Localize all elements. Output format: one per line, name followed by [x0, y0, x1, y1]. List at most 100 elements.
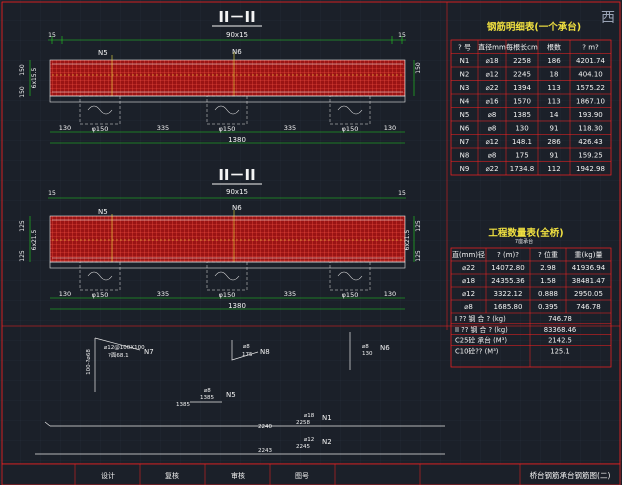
n1-id: N1 [322, 414, 332, 422]
n6-id: N6 [380, 344, 390, 352]
n2-left: 2243 [258, 448, 272, 454]
rebar-table-cell: 113 [547, 98, 560, 106]
quantity-table-cell: 14072.80 [491, 264, 524, 272]
rebar-table-cell: 1575.22 [576, 84, 605, 92]
section-1-side-left-mid: 6x15.5 [31, 67, 38, 88]
rebar-table-cell: N9 [460, 165, 470, 173]
title-block-cell-4: 图号 [295, 472, 309, 480]
section-1-total-width: 1380 [228, 136, 246, 144]
quantity-table-cell: 38481.47 [572, 277, 605, 285]
rebar-header-cell: 每根长cm [506, 43, 538, 52]
quantity-table-cell: ⌀22 [462, 264, 475, 272]
section-1-pipe-label-left: φ150 [92, 125, 109, 133]
rebar-table-cell: 130 [515, 125, 528, 133]
n5-num: 1385 [176, 402, 190, 408]
summary-value-cell: 2142.5 [548, 337, 572, 345]
section-2-dim-130-right: 130 [384, 290, 396, 298]
quantity-table-cell: ⌀12 [462, 290, 475, 298]
quantity-table-cell: 41936.94 [572, 264, 606, 272]
section-1-pipe-left [79, 95, 121, 125]
n7-dims-label: ⌀12@100X100 [104, 345, 145, 351]
rebar-table-cell: 118.30 [578, 125, 603, 133]
rebar-table-cell: ⌀8 [488, 111, 497, 119]
n6-len: 130 [362, 351, 373, 357]
quantity-header-cell: 直(mm)径 [452, 250, 485, 259]
rebar-table-cell: N4 [460, 98, 470, 106]
rebar-table-cell: 148.1 [512, 138, 532, 146]
quantity-table-cell: 0.888 [538, 290, 558, 298]
section-2-pipe-label-right: φ150 [342, 291, 359, 299]
rebar-table-cell: N3 [460, 84, 470, 92]
rebar-table-cell: 1385 [513, 111, 531, 119]
summary-value-cell: 83368.46 [544, 326, 576, 334]
section-2-dim-335-left: 335 [157, 290, 169, 298]
section-2-title: II－II [218, 166, 255, 184]
section-2-pipe-left [79, 261, 121, 291]
section-2-n6-label: N6 [232, 204, 242, 212]
section-2-side-left-mid: 6x21.5 [31, 229, 38, 250]
n1-left: 2240 [258, 424, 272, 430]
rebar-detail-shapes: ⌀12@100X100 ?面68.1 100-?⌀68 N7 ⌀8 175 N8… [35, 332, 445, 455]
section-1-pipe-mid [206, 95, 248, 125]
rebar-table-cell: 1942.98 [576, 165, 605, 173]
quantity-header-cell: 重(kg)量 [575, 251, 603, 259]
viewcube-west-label[interactable]: 西 [601, 10, 615, 26]
section-1-dim-335-left: 335 [157, 124, 169, 132]
n1-hook-left [44, 421, 51, 427]
quantity-table[interactable]: 工程数量表(全桥) 7座承台 直(mm)径? (m)?? 位重重(kg)量⌀22… [450, 227, 612, 368]
section-2-pipe-label-mid: φ150 [219, 291, 236, 299]
title-block-caption: 桥台钢筋承台钢筋图(二) [530, 470, 611, 480]
rebar-table-title: 钢筋明细表(一个承台) [487, 21, 581, 33]
quantity-table-subtitle: 7座承台 [515, 238, 533, 245]
section-1-title: II－II [218, 8, 255, 26]
rebar-table-cell: 426.43 [578, 138, 603, 146]
rebar-table-cell: 112 [547, 165, 560, 173]
title-block-cell-1: 设计 [101, 471, 115, 480]
rebar-table-cell: N8 [460, 152, 470, 160]
section-1-pipe-right [329, 95, 371, 125]
rebar-table-cell: 14 [550, 111, 559, 119]
section-1-dim-130-left: 130 [59, 124, 71, 132]
section-2-concrete-block [49, 215, 406, 263]
rebar-table-cell: ⌀22 [485, 84, 498, 92]
title-block-cell-3: 审核 [231, 471, 245, 480]
rebar-table-cell: ⌀22 [485, 165, 498, 173]
quantity-table-cell: 746.78 [576, 303, 601, 311]
n7-side-label: 100-?⌀68 [86, 349, 92, 375]
quantity-header-cell: ? 位重 [538, 250, 558, 259]
n5-id: N5 [226, 391, 236, 399]
section-2-side-right-bot: 125 [415, 250, 422, 262]
quantity-table-cells: 直(mm)径 ? (m)? ? 位重 重(kg)量 ⌀22 14072.80 2.98 419… [451, 248, 611, 367]
summary-label-cell: C10砼?? (M³) [455, 346, 499, 355]
rebar-table-cell: N2 [460, 71, 470, 79]
section-2-pipe-label-left: φ150 [92, 291, 109, 299]
quantity-table-cell: 2.98 [540, 264, 556, 272]
quantity-table-cell: 2950.05 [574, 290, 603, 298]
section-2-span-label: 90x15 [226, 188, 248, 196]
section-2-edge-right: 15 [398, 190, 406, 197]
n5-dia: ⌀8 [204, 388, 211, 394]
section-2-dim-335-right: 335 [284, 290, 296, 298]
rebar-table-cell: 2245 [513, 71, 531, 79]
n8-len: 175 [242, 352, 253, 358]
rebar-table-cell: N6 [460, 125, 470, 133]
rebar-table-cell: ⌀12 [485, 138, 498, 146]
rebar-table-cell: N7 [460, 138, 470, 146]
quantity-table-cell: 24355.36 [491, 277, 525, 285]
section-1-span-label: 90x15 [226, 31, 248, 39]
rebar-table-cell: 1394 [513, 84, 531, 92]
rebar-table-cell: 1867.10 [576, 98, 605, 106]
rebar-table-cell: ⌀16 [485, 98, 499, 106]
section-2-side-right-top: 125 [415, 220, 422, 232]
rebar-table-cell: ⌀12 [485, 71, 498, 79]
n5-len: 1385 [200, 395, 214, 401]
rebar-table-cell: 91 [550, 152, 559, 160]
section-1-dim-130-right: 130 [384, 124, 396, 132]
rebar-table-cell: N5 [460, 111, 470, 119]
summary-label-cell: I ?? 钢 合 ? (kg) [455, 314, 506, 323]
rebar-header-cell: 根数 [547, 43, 561, 52]
quantity-header-cell: ? (m)? [497, 251, 519, 259]
